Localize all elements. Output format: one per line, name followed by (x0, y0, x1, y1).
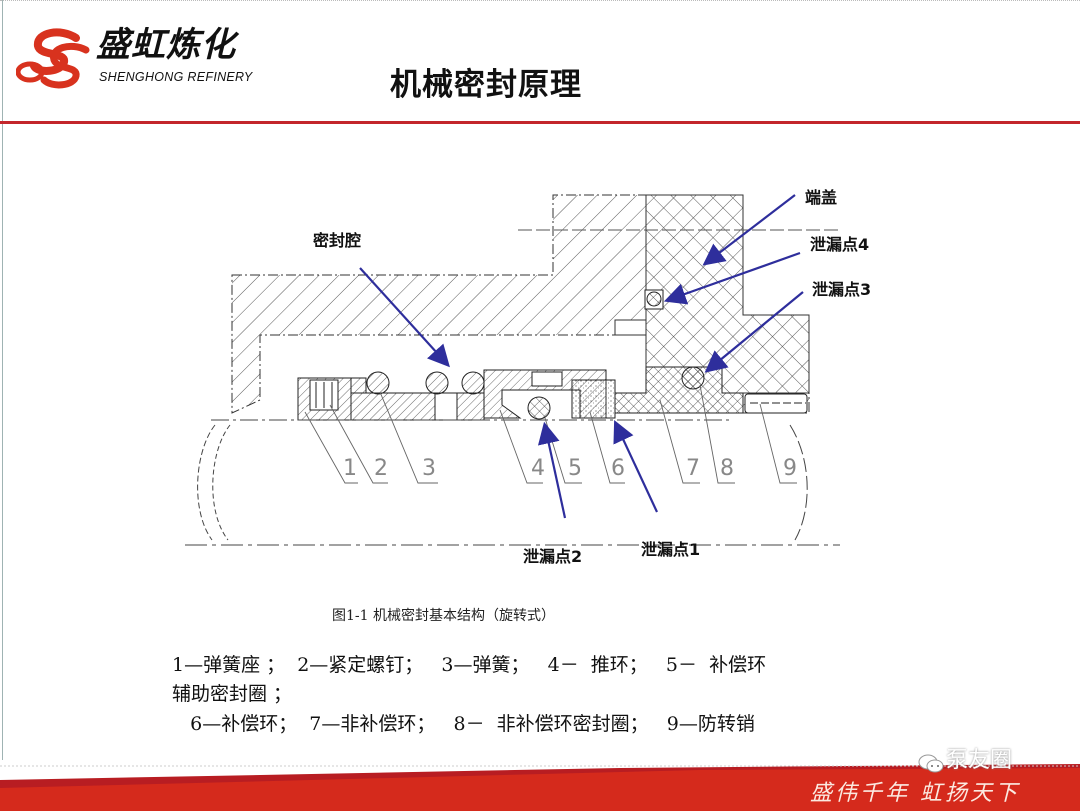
figure-caption: 图1-1 机械密封基本结构（旋转式） (332, 608, 555, 624)
arrow-leak-4 (663, 251, 801, 305)
arrow-seal-chamber (359, 267, 450, 368)
part-7-stationary-ring (614, 366, 744, 414)
seal-chamber (261, 336, 645, 366)
part-number-9: 9 (783, 456, 797, 481)
legend-line-2: 辅助密封圈 ； (172, 683, 293, 705)
top-border (0, 0, 1080, 2)
watermark-text: 泵友圈 (946, 748, 1013, 773)
gland-o-ring (646, 291, 662, 307)
part-number-5: 5 (568, 456, 582, 481)
part-number-6: 6 (611, 456, 625, 481)
shaft (185, 419, 840, 546)
label-leak-4: 泄漏点4 (810, 235, 870, 254)
legend-line-1: 1—弹簧座 ； 2—紧定螺钉； 3—弹簧； 4－ 推环； 5－ 补偿环 (172, 654, 767, 676)
arrow-end-cover (702, 194, 796, 266)
footer-band (0, 764, 1080, 811)
legend-line-3: 6—补偿环； 7—非补偿环； 8－ 非补偿环密封圈； 9—防转销 (172, 713, 755, 735)
wechat-icon (918, 754, 944, 773)
footer-slogan: 盛伟千年 虹扬天下 (810, 781, 1020, 806)
arrow-leak-3 (704, 291, 804, 373)
part-5-o-ring (527, 396, 551, 420)
logo-icon (16, 28, 90, 89)
blue-arrows (359, 194, 804, 519)
seal-parts (297, 289, 808, 421)
header-divider (0, 121, 1080, 124)
part-number-2: 2 (374, 456, 388, 481)
label-leak-1: 泄漏点1 (641, 540, 701, 559)
page-title: 机械密封原理 (390, 67, 582, 103)
arrow-leak-1 (613, 420, 658, 513)
part-number-4: 4 (531, 456, 545, 481)
label-leak-2: 泄漏点2 (523, 547, 583, 566)
part-8-o-ring (681, 366, 705, 390)
part-3-spring (366, 371, 390, 395)
logo-chinese: 盛虹炼化 (96, 25, 236, 65)
part-number-3: 3 (422, 456, 436, 481)
part-number-7: 7 (686, 456, 700, 481)
left-border (2, 0, 3, 760)
part-number-1: 1 (343, 456, 357, 481)
part-number-8: 8 (720, 456, 734, 481)
label-end-cover: 端盖 (805, 188, 838, 207)
label-leak-3: 泄漏点3 (812, 280, 872, 299)
arrow-leak-2 (537, 421, 567, 519)
label-seal-chamber: 密封腔 (313, 231, 362, 250)
part-6-compensating-ring (571, 379, 616, 419)
logo-english: SHENGHONG REFINERY (99, 70, 253, 84)
